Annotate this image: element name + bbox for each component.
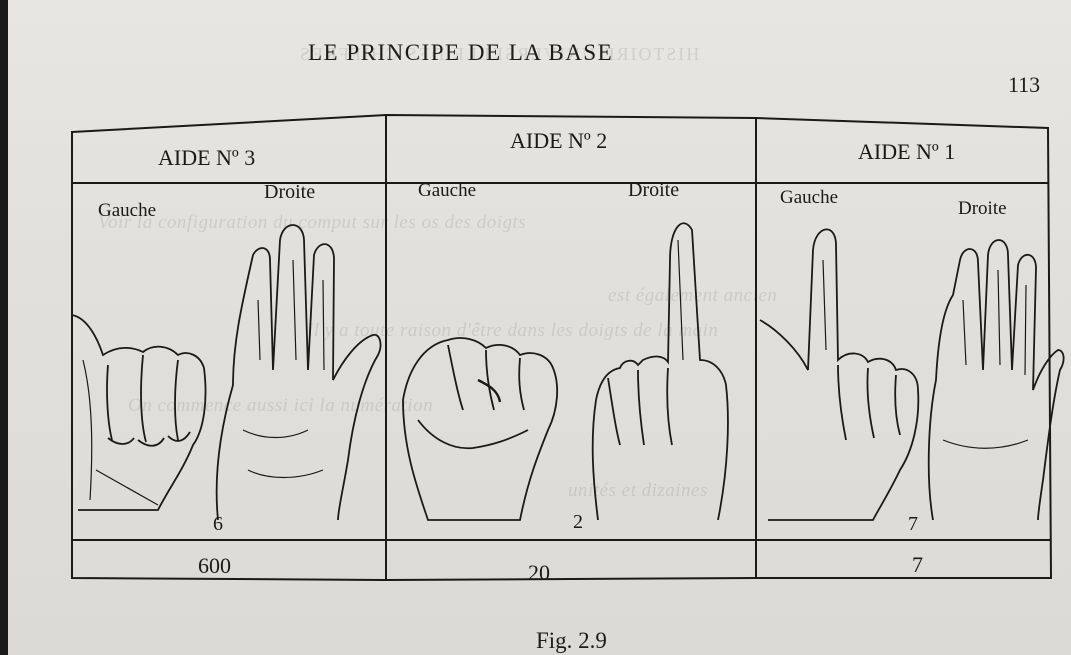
- left-hand-label: Gauche: [780, 187, 838, 208]
- left-hand-label: Gauche: [418, 180, 476, 201]
- right-hand-label: Droite: [628, 179, 679, 201]
- left-hand-label: Gauche: [98, 200, 156, 221]
- fingers-up-value: 6: [213, 513, 223, 535]
- total-value: 20: [528, 560, 550, 585]
- fingers-up-value: 2: [573, 511, 583, 533]
- open-right-hand-illustration: [929, 240, 1064, 520]
- panel-aide-2: AIDE Nº 2 Gauche Droite 2 20: [403, 128, 728, 585]
- panel-aide-3: AIDE Nº 3 Gauche Droite 6 600: [72, 145, 380, 578]
- panel-title: AIDE Nº 1: [858, 139, 955, 164]
- figure-2-9: AIDE Nº 3 Gauche Droite 6 600 AIDE Nº 2 …: [8, 0, 1071, 655]
- figure-frame: [72, 115, 1051, 580]
- panel-title: AIDE Nº 2: [510, 128, 607, 153]
- right-hand-label: Droite: [958, 198, 1007, 219]
- panel-aide-1: AIDE Nº 1 Gauche Droite 7 7: [760, 139, 1064, 577]
- index-up-right-hand-illustration: [593, 223, 728, 520]
- fist-left-hand-illustration: [72, 315, 206, 510]
- figure-caption: Fig. 2.9: [536, 628, 607, 654]
- book-page: HISTOIRE UNIVERSELLE DES CHIFFRES Voir l…: [8, 0, 1071, 655]
- index-up-left-hand-illustration: [760, 229, 918, 520]
- open-right-hand-illustration: [217, 225, 381, 520]
- right-hand-label: Droite: [264, 181, 315, 203]
- total-value: 600: [198, 553, 231, 578]
- fingers-up-value: 7: [908, 513, 918, 535]
- total-value: 7: [912, 552, 923, 577]
- fist-left-hand-illustration: [403, 338, 557, 520]
- panel-title: AIDE Nº 3: [158, 145, 255, 170]
